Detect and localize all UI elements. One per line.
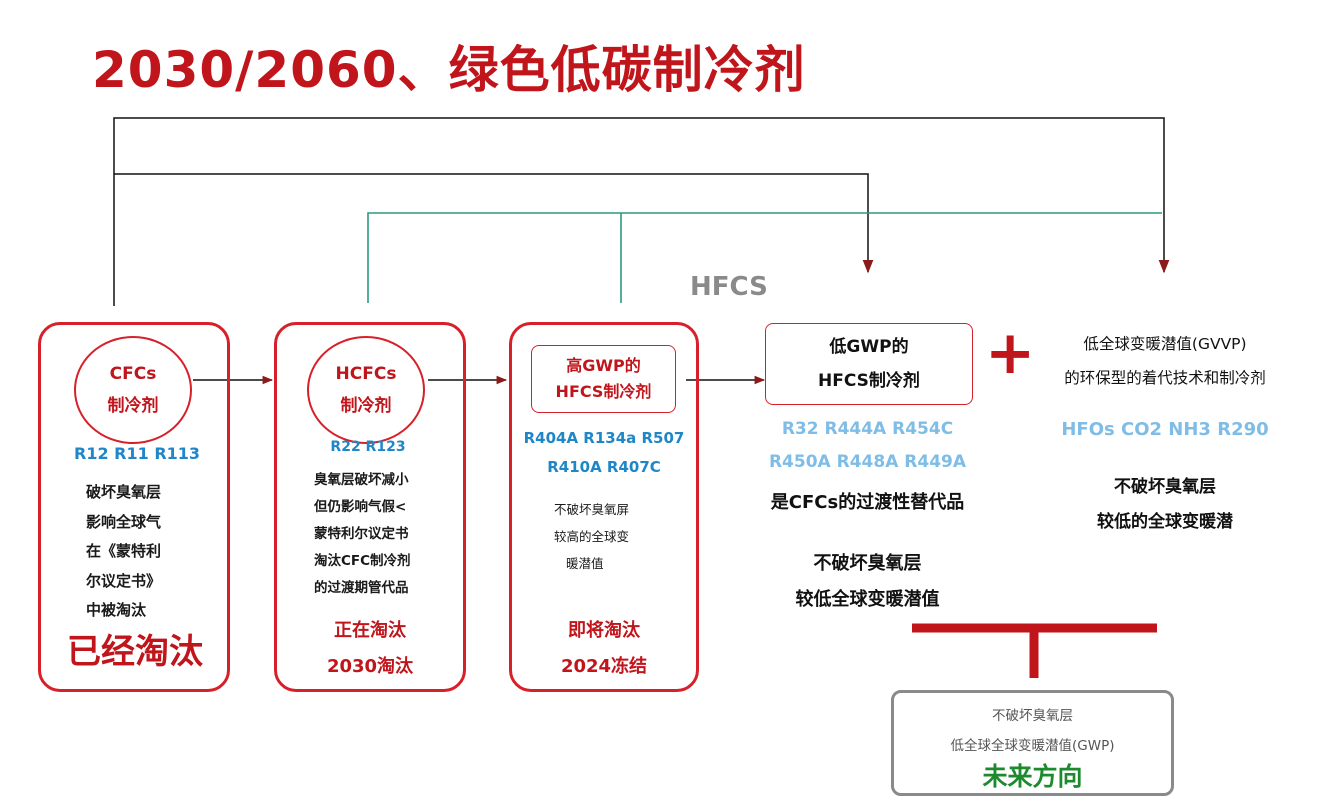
eco-heading-2: 的环保型的着代技术和制冷剂 xyxy=(1064,369,1266,387)
cfc-status: 已经淘汰 xyxy=(67,632,203,672)
cfc-refrigerants: R12 R11 R113 xyxy=(74,444,201,463)
hfcs-group-line xyxy=(367,212,1162,303)
future-label: 未来方向 xyxy=(982,762,1083,791)
hcfc-description: 臭氧层破坏减小 但仍影响气假< 蒙特利尔议定书 淘汰CFC制冷剂 的过渡期管代品 xyxy=(314,467,411,602)
eco-heading-1: 低全球变暖潜值(GVVP) xyxy=(1083,335,1247,353)
eco-desc-2: 较低的全球变暖潜 xyxy=(1097,512,1233,532)
cfc-desc-line: 中被淘汰 xyxy=(86,601,147,619)
future-direction-box xyxy=(891,690,1174,796)
hcfc-circle: HCFCs 制冷剂 xyxy=(307,336,425,444)
hcfc-status-1: 正在淘汰 xyxy=(334,620,406,641)
low-gwp-desc-1: 不破坏臭氧层 xyxy=(813,553,922,574)
high-gwp-line-2: HFCS制冷剂 xyxy=(555,382,652,401)
cfc-circle-sub: 制冷剂 xyxy=(107,396,159,416)
cfc-circle-name: CFCs xyxy=(109,364,157,384)
hcfc-desc-line: 蒙特利尔议定书 xyxy=(314,526,409,542)
hcfc-circle-sub: 制冷剂 xyxy=(340,396,392,416)
low-gwp-note: 是CFCs的过渡性替代品 xyxy=(770,492,965,513)
cfc-desc-line: 破坏臭氧层 xyxy=(86,483,162,501)
plus-sign: + xyxy=(985,318,1036,388)
hcfc-desc-line: 但仍影响气假< xyxy=(314,499,407,515)
low-gwp-line-1: 低GWP的 xyxy=(829,337,909,357)
cfc-stage-box xyxy=(38,322,230,692)
hfc-status-1: 即将淘汰 xyxy=(568,620,640,641)
hcfc-status-2: 2030淘汰 xyxy=(326,656,414,677)
hfc-status-2: 2024冻结 xyxy=(560,656,648,677)
hcfc-circle-name: HCFCs xyxy=(335,364,397,384)
future-line-1: 不破坏臭氧层 xyxy=(992,708,1073,724)
cfc-desc-line: 影响全球气 xyxy=(86,512,162,531)
hfc-desc-line: 不破坏臭氧屏 xyxy=(554,502,630,517)
hfcs-label: HFCS xyxy=(690,272,768,302)
low-gwp-box: 低GWP的 HFCS制冷剂 xyxy=(765,323,973,405)
low-gwp-refrigerants-2: R450A R448A R449A xyxy=(768,452,967,472)
hfc-desc-line: 较高的全球变 xyxy=(554,529,630,544)
low-gwp-refrigerants-1: R32 R444A R454C xyxy=(781,419,954,439)
hfc-refrigerants-2: R410A R407C xyxy=(547,458,661,476)
hcfc-desc-line: 的过渡期管代品 xyxy=(314,580,409,596)
cfc-description: 破坏臭氧层 影响全球气 在《蒙特利 尔议定书》 中被淘汰 xyxy=(86,478,161,626)
outer-feedback-line xyxy=(113,117,1170,306)
hfc-stage-box xyxy=(509,322,699,692)
hcfc-refrigerants: R22 R123 xyxy=(330,439,406,455)
hfc-desc-line: 暖潜值 xyxy=(566,556,604,571)
page-title: 2030/2060、绿色低碳制冷剂 xyxy=(92,41,806,99)
low-gwp-desc-2: 较低全球变暖潜值 xyxy=(795,589,940,610)
hcfc-desc-line: 臭氧层破坏减小 xyxy=(314,472,409,488)
future-line-2: 低全球全球变暖潜值(GWP) xyxy=(950,738,1115,754)
low-gwp-line-2: HFCS制冷剂 xyxy=(818,371,920,391)
inner-feedback-line xyxy=(114,173,874,274)
eco-refrigerants: HFOs CO2 NH3 R290 xyxy=(1061,419,1269,440)
hcfc-stage-box xyxy=(274,322,466,692)
hfc-refrigerants-1: R404A R134a R507 xyxy=(523,429,685,447)
cfc-desc-line: 尔议定书》 xyxy=(86,571,162,590)
hcfc-desc-line: 淘汰CFC制冷剂 xyxy=(314,553,411,569)
cfc-circle: CFCs 制冷剂 xyxy=(74,336,192,444)
cfc-desc-line: 在《蒙特利 xyxy=(86,542,162,560)
high-gwp-box: 高GWP的 HFCS制冷剂 xyxy=(531,345,676,413)
hfc-description: 不破坏臭氧屏 较高的全球变 暖潜值 xyxy=(554,496,629,577)
eco-desc-1: 不破坏臭氧层 xyxy=(1114,477,1216,497)
high-gwp-line-1: 高GWP的 xyxy=(566,356,641,375)
